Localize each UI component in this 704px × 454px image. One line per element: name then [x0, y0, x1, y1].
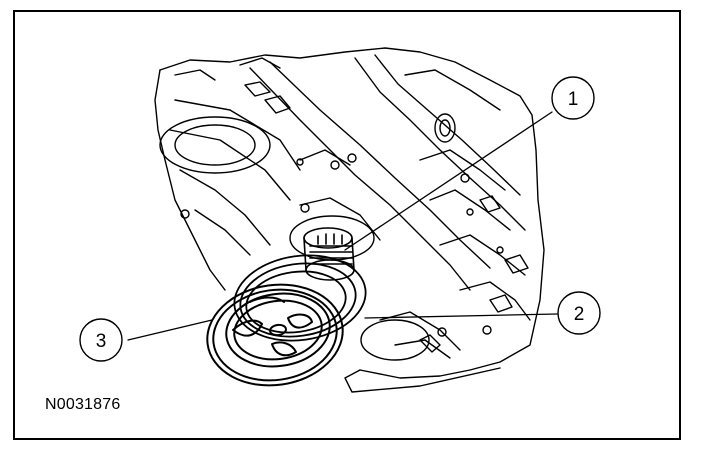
engine-block — [154, 47, 545, 393]
leader-line-2 — [364, 313, 558, 319]
callout-number-1: 1 — [568, 89, 579, 110]
callout-circle-2 — [557, 291, 601, 335]
leader-line-3 — [127, 319, 213, 341]
callout-circle-1 — [551, 76, 595, 120]
front-seal — [233, 254, 367, 342]
leader-line-1 — [344, 111, 553, 251]
crankshaft-damper — [206, 283, 344, 387]
figure-id: N0031876 — [45, 396, 121, 413]
callout-circle-3 — [79, 318, 123, 362]
callout-number-3: 3 — [96, 331, 107, 352]
callout-number-2: 2 — [574, 304, 585, 325]
figure-frame — [13, 10, 681, 440]
